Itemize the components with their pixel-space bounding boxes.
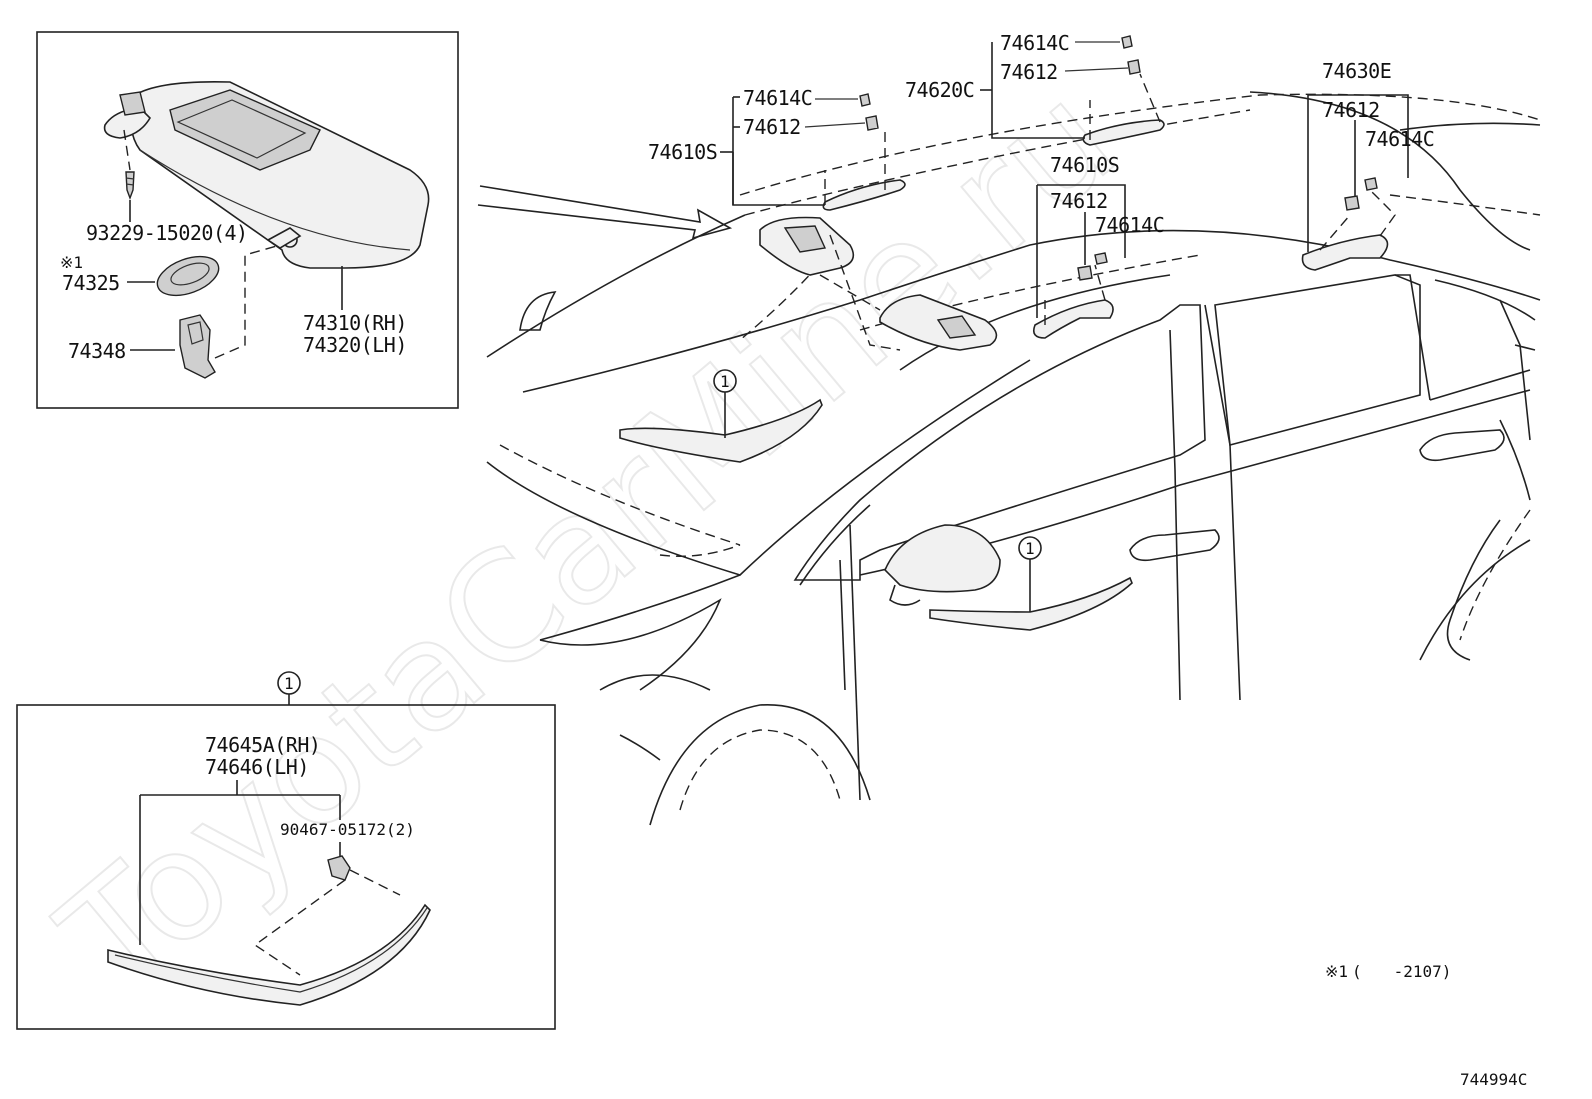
label-center-assy: 74610S: [1050, 153, 1119, 177]
garnish-part: [107, 903, 431, 1006]
arrow: [477, 185, 733, 240]
vehicle-view: 1 1: [477, 31, 1541, 826]
label-garnish-lh: 74646(LH): [205, 755, 309, 779]
diagram-code: 744994C: [1460, 1070, 1527, 1089]
label-visor-lh: 74320(LH): [303, 333, 407, 357]
visor-detail-box: 93229-15020(4) ※1 74325 74348 74310(RH) …: [36, 31, 459, 409]
label-holder: 74348: [68, 339, 126, 363]
label-garnish-clip: 90467-05172(2): [280, 820, 415, 839]
garnish-box-frame: [16, 704, 556, 1030]
clip-part: [327, 855, 351, 881]
label-visor-rh: 74310(RH): [303, 311, 407, 335]
label-front-cap: 74614C: [743, 86, 812, 110]
label-front-bracket: 74612: [743, 115, 801, 139]
footnote-mark: ※1: [1325, 962, 1348, 981]
label-note-mark: ※1: [60, 253, 83, 272]
holder-part: [179, 244, 281, 379]
label-front-assy: 74610S: [648, 140, 717, 164]
grip-center-top-part: [1082, 119, 1165, 146]
label-rear-bracket: 74612: [1322, 98, 1380, 122]
screw-part: [123, 129, 135, 222]
label-center-bracket: 74612: [1050, 189, 1108, 213]
label-garnish-rh: 74645A(RH): [205, 733, 320, 757]
callout-garnish: 1: [284, 674, 294, 693]
rear-garnish-part: [929, 576, 1133, 631]
label-center-top-assy: 74620C: [905, 78, 974, 102]
visor-box-frame: [36, 31, 459, 409]
cover-part: [156, 255, 220, 297]
label-cover: 74325: [62, 271, 120, 295]
garnish-leader: [139, 780, 340, 945]
label-rear-assy: 74630E: [1322, 59, 1391, 83]
svg-text:1: 1: [1025, 539, 1035, 558]
label-screw: 93229-15020(4): [86, 221, 248, 245]
callout-front: 1: [720, 372, 730, 391]
label-center-top-cap: 74614C: [1000, 31, 1069, 55]
sun-visor-part: [103, 80, 430, 269]
footnote-text: ( -2107): [1352, 962, 1451, 981]
label-center-cap: 74614C: [1095, 213, 1164, 237]
garnish-detail-box: 1 74645A(RH) 74646(LH) 90467-05172(2): [16, 671, 556, 1030]
grip-rear-part: [1301, 234, 1389, 271]
front-garnish-part: [619, 398, 823, 463]
label-center-top-bracket: 74612: [1000, 60, 1058, 84]
label-rear-cap: 74614C: [1365, 127, 1434, 151]
grip-center-part: [1032, 299, 1114, 339]
